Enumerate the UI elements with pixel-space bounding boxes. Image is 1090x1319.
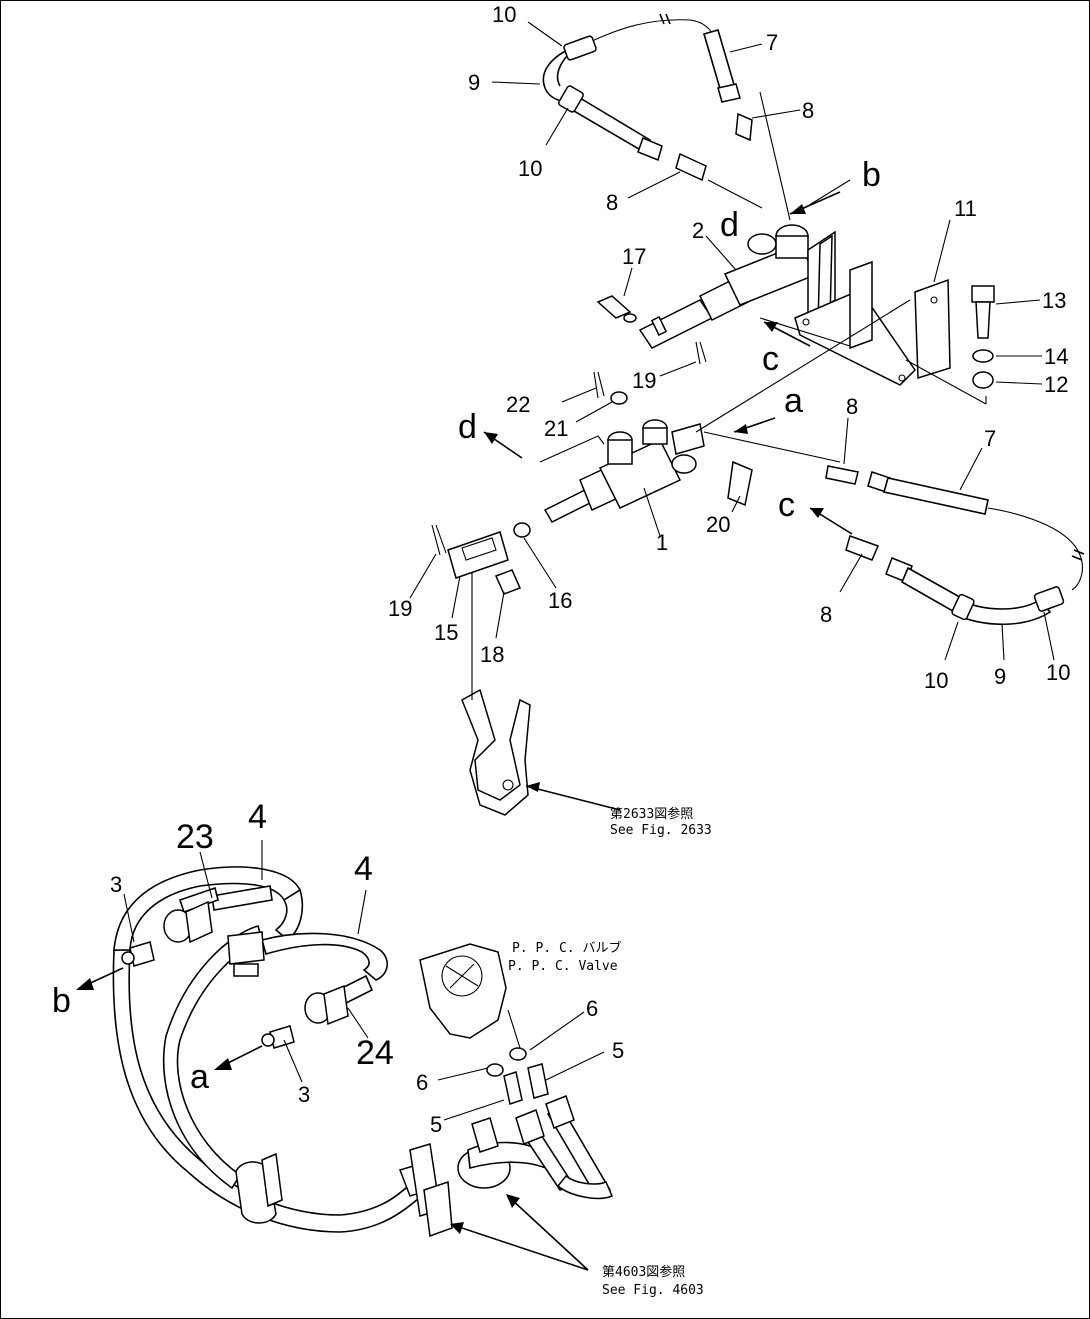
letter-d-mid: d bbox=[458, 408, 477, 446]
lower-valve-assembly bbox=[513, 391, 753, 538]
callout-9-right: 9 bbox=[994, 664, 1006, 689]
right-hose-assembly bbox=[825, 465, 1085, 626]
letter-d-top: d bbox=[720, 206, 739, 244]
callout-5-left: 5 bbox=[430, 1112, 442, 1137]
bottom-pipe-assembly bbox=[112, 866, 613, 1238]
ppc-valve bbox=[419, 943, 549, 1105]
callout-8-right: 8 bbox=[820, 602, 832, 627]
callout-3-bottom: 3 bbox=[298, 1082, 310, 1107]
leader-lines bbox=[409, 21, 1055, 700]
arrow-c-head bbox=[764, 322, 778, 332]
callout-20: 20 bbox=[706, 512, 730, 537]
arrow-fig2633-head bbox=[526, 782, 540, 792]
top-hose-assembly bbox=[542, 13, 753, 182]
callout-7-mid: 7 bbox=[984, 426, 996, 451]
bottom-leader-lines bbox=[76, 840, 605, 1271]
letter-a-bottom: a bbox=[190, 1058, 209, 1096]
fig4603-note-en: See Fig. 4603 bbox=[602, 1283, 704, 1298]
callout-17: 17 bbox=[622, 244, 646, 269]
letter-c-top: c bbox=[762, 340, 779, 378]
callout-21: 21 bbox=[544, 416, 568, 441]
callout-18: 18 bbox=[480, 642, 504, 667]
callout-19-top: 19 bbox=[632, 368, 656, 393]
callout-11: 11 bbox=[954, 196, 977, 221]
callout-3-left: 3 bbox=[110, 872, 122, 897]
callout-5-right: 5 bbox=[612, 1038, 624, 1063]
callout-13: 13 bbox=[1042, 288, 1066, 313]
callout-9-top: 9 bbox=[468, 70, 480, 95]
callout-labels: 10 9 10 7 8 8 b d 2 17 11 13 14 12 c 19 … bbox=[52, 2, 1070, 1137]
arrow-a-bottom-head bbox=[214, 1058, 232, 1070]
callout-24: 24 bbox=[356, 1034, 394, 1072]
arrow-b-bottom-head bbox=[76, 978, 94, 990]
callout-15: 15 bbox=[434, 620, 458, 645]
letter-b-top: b bbox=[862, 156, 881, 194]
reference-arrows bbox=[483, 191, 853, 811]
arrow-a-head bbox=[734, 424, 748, 434]
callout-4-right: 4 bbox=[354, 850, 373, 888]
clevis-parts bbox=[431, 341, 707, 595]
callout-10-top: 10 bbox=[492, 2, 516, 27]
arrow-fig4603-b-head bbox=[450, 1222, 464, 1234]
callout-10-right-a: 10 bbox=[924, 668, 948, 693]
arrow-b-head bbox=[790, 204, 806, 214]
callout-16: 16 bbox=[548, 588, 572, 613]
ppc-valve-note-en: P. P. C. Valve bbox=[508, 959, 618, 974]
arrow-c2-head bbox=[810, 508, 824, 518]
callout-1: 1 bbox=[656, 530, 668, 555]
callout-23: 23 bbox=[176, 818, 214, 856]
letter-a-top: a bbox=[784, 382, 803, 420]
callout-10-mid: 10 bbox=[518, 156, 542, 181]
reference-notes: 第2633図参照 See Fig. 2633 P. P. C. バルブ P. P… bbox=[508, 806, 712, 1298]
lever-part bbox=[461, 688, 531, 816]
callout-14: 14 bbox=[1044, 344, 1068, 369]
callout-19-left: 19 bbox=[388, 596, 412, 621]
plate-and-fasteners bbox=[914, 278, 995, 389]
fig2633-note-jp: 第2633図参照 bbox=[610, 806, 693, 822]
callout-8-left: 8 bbox=[606, 190, 618, 215]
callout-2: 2 bbox=[692, 218, 704, 243]
callout-12: 12 bbox=[1044, 372, 1068, 397]
ppc-valve-note-jp: P. P. C. バルブ bbox=[512, 940, 621, 956]
arrow-fig4603-a-head bbox=[506, 1194, 520, 1208]
callout-6-left: 6 bbox=[416, 1070, 428, 1095]
callout-22: 22 bbox=[506, 392, 530, 417]
fig2633-note-en: See Fig. 2633 bbox=[610, 823, 712, 838]
arrow-d-head bbox=[484, 432, 498, 444]
fig4603-note-jp: 第4603図参照 bbox=[602, 1264, 685, 1280]
callout-7-top: 7 bbox=[766, 30, 778, 55]
callout-6-right: 6 bbox=[586, 996, 598, 1021]
letter-c-mid: c bbox=[778, 486, 795, 524]
callout-10-right-b: 10 bbox=[1046, 660, 1070, 685]
callout-8-mid: 8 bbox=[846, 394, 858, 419]
callout-8-top: 8 bbox=[802, 98, 814, 123]
callout-4-left: 4 bbox=[248, 798, 267, 836]
letter-b-bottom: b bbox=[52, 982, 71, 1020]
